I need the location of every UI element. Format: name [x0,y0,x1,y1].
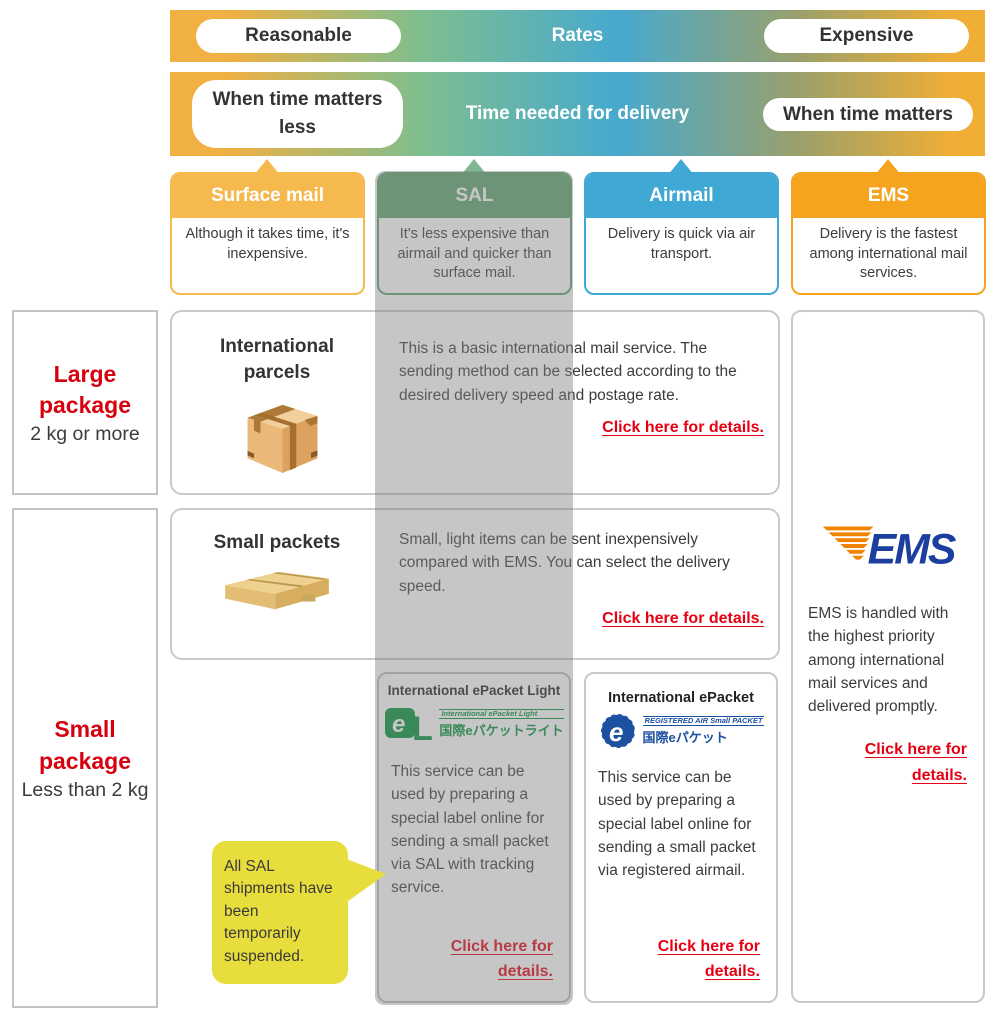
ems-cell: EMS EMS is handled with the highest prio… [791,310,985,1003]
flat-packet-icon [202,566,352,619]
sal-suspension-notice-text: All SAL shipments have been temporarily … [224,858,333,965]
time-matters-less-label: When time matters less [212,89,383,138]
small-packets-title: Small packets [213,532,341,553]
svg-text:e: e [392,711,405,738]
column-header-surface-mail: Surface mail Although it takes time, it'… [170,172,365,295]
rates-reasonable-pill: Reasonable [196,19,401,53]
rates-bar-title: Rates [551,25,604,46]
small-package-subtitle: Less than 2 kg [21,778,149,801]
rates-expensive-pill: Expensive [764,19,969,53]
large-package-title: Large package [38,360,132,418]
ems-cell-description: EMS is handled with the highest priority… [808,605,949,715]
sal-description: It's less expensive than airmail and qui… [397,226,552,282]
rates-gradient-bar: Rates Reasonable Expensive [170,10,985,62]
ems-caret-icon [875,159,901,175]
ems-description: Delivery is the fastest among internatio… [809,226,968,282]
airmail-description: Delivery is quick via air transport. [607,226,756,262]
row-label-small-package: Small package Less than 2 kg [12,508,158,1008]
rates-reasonable-label: Reasonable [245,25,352,47]
epacket-light-logo-icon: e L [385,708,433,746]
epacket-light-cell: International ePacket Light e L Internat… [377,672,571,1003]
small-packets-details-link[interactable]: Click here for details. [602,609,764,627]
epacket-details-link[interactable]: Click here for details. [657,937,760,981]
airmail-caret-icon [668,159,694,175]
ems-details-link[interactable]: Click here for details. [864,741,967,784]
surface-mail-caret-icon [254,159,280,175]
time-matters-less-pill: When time matters less [192,80,403,148]
surface-mail-description: Although it takes time, it's inexpensive… [185,226,350,262]
epacket-logo-japanese: 国際eパケット [642,730,728,746]
epacket-light-title: International ePacket Light [387,683,561,698]
epacket-light-logo-caption: International ePacket Light [439,708,564,720]
epacket-light-logo-japanese: 国際eパケットライト [439,723,564,739]
sal-caret-icon [461,159,487,175]
sal-label: SAL [379,174,570,218]
international-parcels-description: This is a basic international mail servi… [399,340,737,404]
time-matters-label: When time matters [783,103,953,125]
epacket-logo-caption: REGISTERED AIR Small PACKET [642,715,765,727]
epacket-logo-icon: e [599,713,636,749]
small-package-title: Small package [38,716,132,774]
svg-text:e: e [609,717,623,747]
sal-suspension-notice: All SAL shipments have been temporarily … [212,841,348,984]
parcel-box-icon [202,397,352,484]
epacket-logo: e REGISTERED AIR Small PACKET 国際eパケット [586,710,776,752]
surface-mail-label: Surface mail [172,174,363,218]
large-package-subtitle: 2 kg or more [30,423,140,446]
time-matters-pill: When time matters [763,98,973,131]
international-parcels-details-link[interactable]: Click here for details. [602,418,764,436]
epacket-cell: International ePacket e REGISTERED AIR S… [584,672,778,1003]
small-packets-cell: Small packets Small, light items can be … [170,508,780,660]
time-bar-title: Time needed for delivery [465,103,690,124]
row-label-large-package: Large package 2 kg or more [12,310,158,495]
international-parcels-cell: International parcels This is a basic in… [170,310,780,495]
rates-expensive-label: Expensive [819,25,914,47]
column-header-airmail: Airmail Delivery is quick via air transp… [584,172,779,295]
column-header-sal: SAL It's less expensive than airmail and… [377,172,572,295]
column-header-ems: EMS Delivery is the fastest among intern… [791,172,986,295]
ems-label: EMS [793,174,984,218]
epacket-light-logo: e L International ePacket Light 国際eパケットラ… [379,702,569,746]
international-parcels-title: International parcels [219,336,334,383]
epacket-light-description: This service can be used by preparing a … [391,763,549,897]
svg-text:EMS: EMS [868,526,957,572]
epacket-description: This service can be used by preparing a … [598,769,756,879]
ems-logo-icon: EMS [817,520,963,574]
time-gradient-bar: Time needed for delivery When time matte… [170,72,985,156]
small-packets-description: Small, light items can be sent inexpensi… [399,531,730,595]
svg-text:L: L [412,710,433,746]
sal-suspended-overlay [375,171,573,1005]
epacket-light-details-link[interactable]: Click here for details. [450,937,553,981]
airmail-label: Airmail [586,174,777,218]
epacket-title: International ePacket [608,690,754,706]
